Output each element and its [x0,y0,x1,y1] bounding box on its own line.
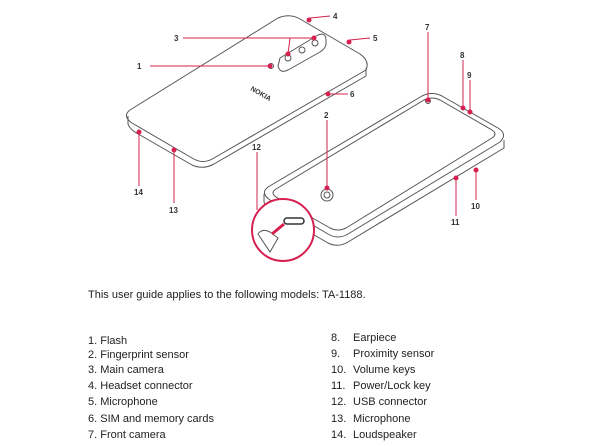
callout-13: 13 [169,206,178,215]
list-item: 8. Earpiece [331,331,396,345]
item-number: 5. [88,396,98,408]
callout-7: 7 [425,23,430,32]
callout-6: 6 [350,90,355,99]
item-label: Proximity sensor [353,348,435,360]
callout-9: 9 [467,71,472,80]
item-number: 10. [331,364,347,376]
item-label: Power/Lock key [353,380,431,392]
callout-5: 5 [373,34,378,43]
callout-11: 11 [451,218,460,227]
list-item: 11. Power/Lock key [331,379,431,393]
list-item: 2. Fingerprint sensor [88,348,189,362]
list-item: 6. SIM and memory cards [88,412,214,426]
callout-12: 12 [252,143,261,152]
camera-module [277,33,327,72]
callout-14: 14 [134,188,143,197]
item-label: Earpiece [353,332,397,344]
item-label: Main camera [100,364,164,376]
fingerprint-sensor [320,188,334,202]
callout-3: 3 [174,34,179,43]
model-intro-text: This user guide applies to the following… [88,289,366,301]
item-label: SIM and memory cards [100,413,214,425]
item-label: Front camera [100,429,166,441]
callout-1: 1 [137,62,142,71]
list-item: 9. Proximity sensor [331,347,434,361]
item-number: 3. [88,364,98,376]
usb-magnifier [251,198,315,262]
item-number: 7. [88,429,98,441]
phone-diagram: NOKIA 1 2 3 4 5 6 7 8 9 10 11 12 13 14 [126,12,505,262]
list-item: 10. Volume keys [331,363,415,377]
item-label: Fingerprint sensor [100,349,189,361]
item-label: Flash [100,335,128,347]
item-number: 8. [331,332,341,344]
item-number: 2. [88,349,98,361]
callout-4: 4 [333,12,338,21]
list-item: 3. Main camera [88,363,164,377]
item-number: 9. [331,348,341,360]
item-label: Microphone [100,396,158,408]
list-item: 12. USB connector [331,395,427,409]
phone-front-outline [264,93,504,238]
item-number: 6. [88,413,98,425]
item-number: 13. [331,413,347,425]
list-item: 14. Loudspeaker [331,428,417,442]
callout-numbers: 1 2 3 4 5 6 7 8 9 10 11 12 13 14 [134,12,480,227]
callout-2: 2 [324,111,329,120]
item-number: 11. [331,380,346,392]
list-item: 13. Microphone [331,412,410,426]
item-number: 12. [331,396,347,408]
callout-8: 8 [460,51,465,60]
item-number: 1. [88,335,98,347]
list-item: 1. Flash [88,334,127,348]
phone-back-outline [126,15,368,162]
item-number: 4. [88,380,98,392]
list-item: 4. Headset connector [88,379,193,393]
item-label: Microphone [353,413,411,425]
nokia-logo: NOKIA [249,86,272,103]
callout-leaders [136,15,479,216]
phone-front-screen [272,97,496,231]
item-number: 14. [331,429,347,441]
phone-back-edge [127,68,367,168]
list-item: 5. Microphone [88,395,158,409]
item-label: Volume keys [353,364,416,376]
list-item: 7. Front camera [88,428,166,442]
callout-10: 10 [471,202,480,211]
item-label: Loudspeaker [353,429,417,441]
item-label: Headset connector [100,380,193,392]
item-label: USB connector [353,396,427,408]
